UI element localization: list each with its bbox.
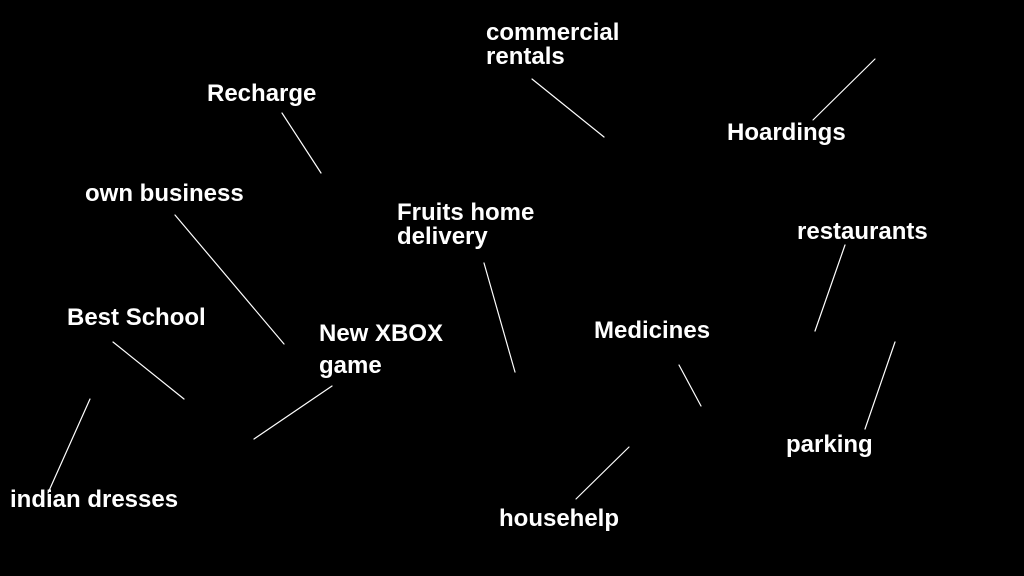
- connector-househelp: [575, 446, 630, 500]
- label-own-business: own business: [85, 180, 244, 207]
- connector-recharge: [281, 112, 322, 174]
- label-commercial-rentals-line-2: rentals: [486, 43, 565, 70]
- label-parking: parking: [786, 431, 873, 458]
- connector-own-business: [174, 214, 285, 345]
- connector-new-xbox-game: [253, 385, 333, 440]
- label-indian-dresses: indian dresses: [10, 486, 179, 513]
- connector-hoardings: [812, 58, 876, 121]
- label-commercial-rentals-line-1: commercial: [486, 19, 620, 46]
- connector-fruits-home-delivery: [483, 262, 516, 373]
- label-hoardings: Hoardings: [727, 119, 846, 146]
- label-fruits-home-delivery-line-2: delivery: [397, 223, 488, 250]
- label-commercial-rentals: commercial rentals: [486, 21, 619, 69]
- label-fruits-home-delivery: Fruits home delivery: [397, 201, 534, 249]
- connector-medicines: [678, 364, 702, 407]
- connector-parking: [864, 341, 896, 430]
- label-best-school: Best School: [67, 304, 206, 331]
- label-fruits-home-delivery-line-1: Fruits home: [397, 199, 535, 226]
- label-new-xbox-game: New XBOX game: [319, 318, 443, 382]
- connector-restaurants: [814, 244, 846, 332]
- label-househelp: househelp: [499, 505, 620, 532]
- label-new-xbox-game-line-2: game: [319, 352, 382, 379]
- connector-best-school: [112, 341, 185, 400]
- connector-commercial-rentals: [531, 78, 605, 138]
- label-new-xbox-game-line-1: New XBOX: [319, 320, 444, 347]
- label-medicines: Medicines: [594, 317, 711, 344]
- label-restaurants: restaurants: [797, 218, 928, 245]
- label-recharge: Recharge: [207, 80, 317, 107]
- connector-indian-dresses: [47, 398, 91, 494]
